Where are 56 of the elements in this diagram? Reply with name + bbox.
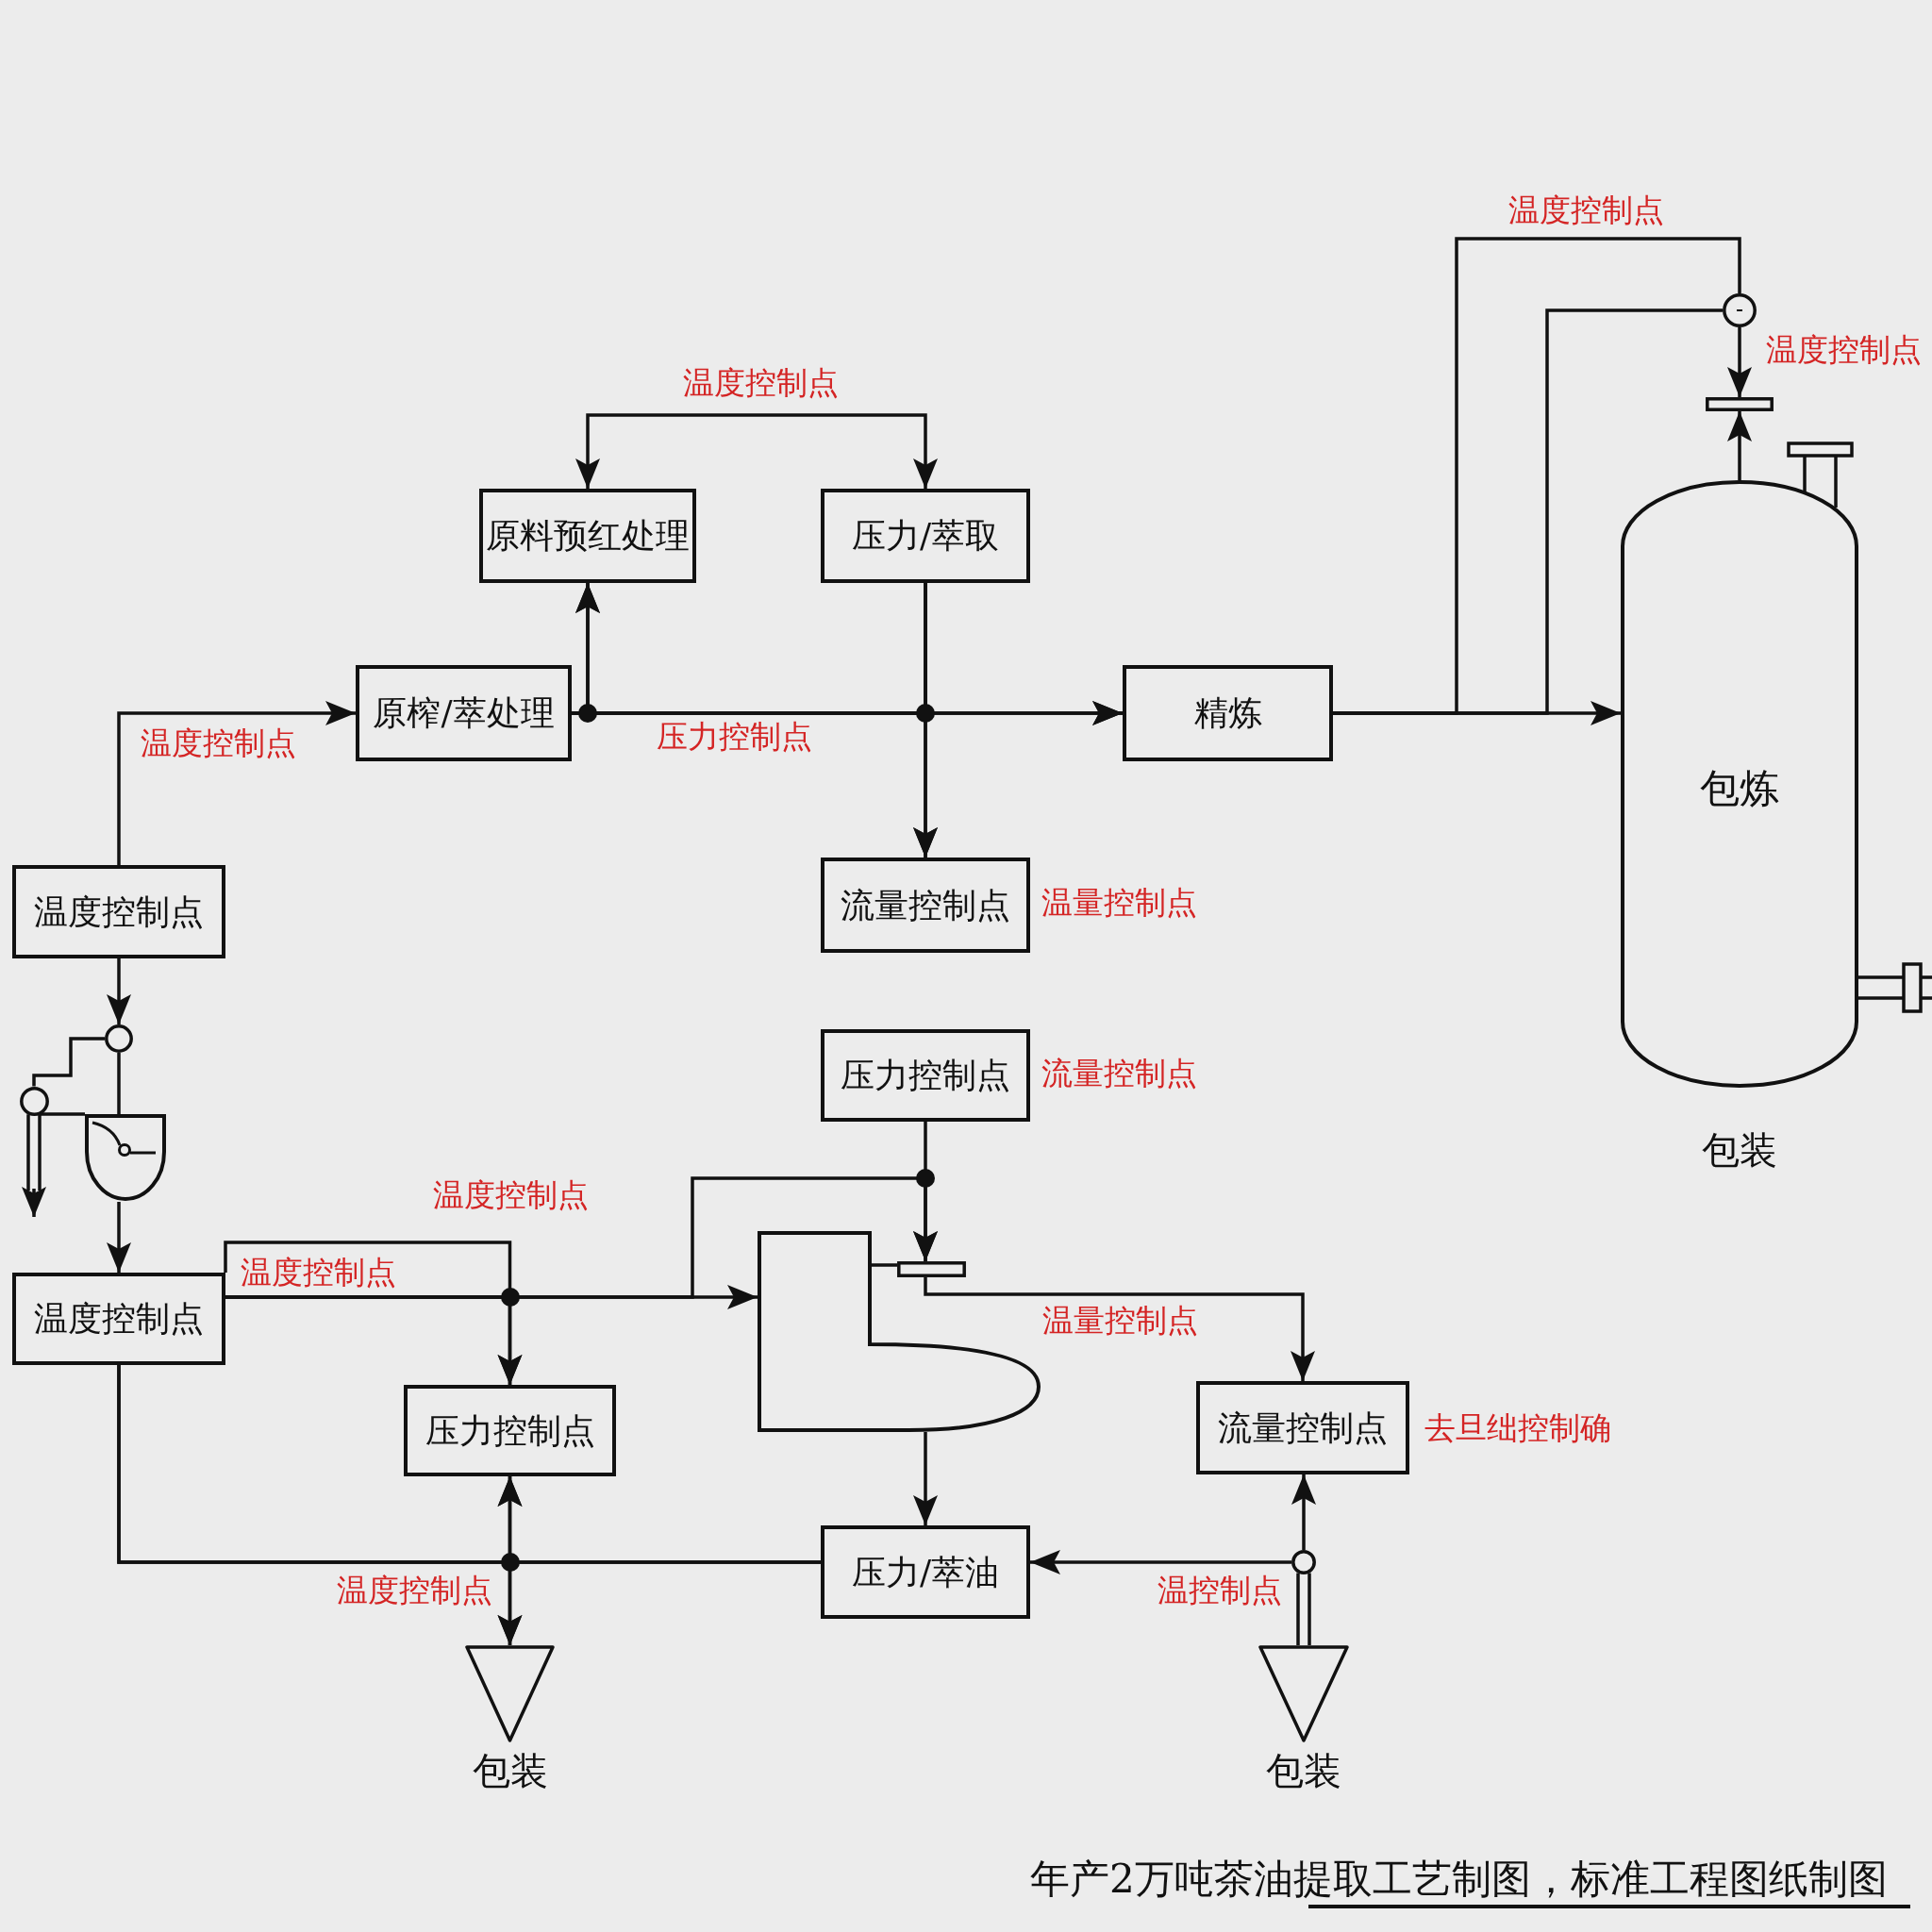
arrow xyxy=(107,958,131,1024)
edge-label: 温控制点 xyxy=(1158,1573,1282,1608)
arrow xyxy=(1727,411,1752,480)
valve-plate xyxy=(897,1261,966,1277)
arrow xyxy=(913,1122,938,1261)
instrument-circle xyxy=(1291,1550,1316,1574)
instrument-circle xyxy=(105,1024,133,1053)
edge-label: 温度控制点 xyxy=(682,365,839,401)
tank-caption: 包装 xyxy=(1702,1128,1777,1172)
gauge-vessel xyxy=(85,1114,166,1202)
process-box: 压力控制点 xyxy=(821,1029,1030,1122)
instrument-circle xyxy=(19,1086,49,1116)
annotation: 温量控制点 xyxy=(1041,885,1197,921)
pipe-line xyxy=(1296,1571,1311,1647)
edge-label: 压力控制点 xyxy=(656,719,812,755)
arrow xyxy=(1030,1550,1291,1574)
process-box: 流量控制点 xyxy=(821,858,1030,953)
connector-line xyxy=(117,1053,121,1114)
process-box: 温度控制点 xyxy=(12,865,225,958)
arrow xyxy=(924,1277,1315,1381)
arrow xyxy=(1727,327,1752,397)
edge-label: 温量控制点 xyxy=(1041,1303,1198,1339)
process-box: 流量控制点 xyxy=(1196,1381,1409,1474)
arrow xyxy=(117,1365,523,1645)
arrow xyxy=(117,701,356,865)
arrow xyxy=(913,583,938,858)
process-box: 压力控制点 xyxy=(404,1385,616,1476)
edge-label: 温度控制点 xyxy=(240,1255,396,1291)
annotation: 去旦绌控制确 xyxy=(1424,1410,1611,1446)
process-box: 精炼 xyxy=(1123,665,1333,761)
arrow xyxy=(575,413,938,489)
process-box: 原料预红处理 xyxy=(479,489,696,583)
connector-line xyxy=(1333,308,1723,715)
arrow xyxy=(1291,1474,1316,1550)
arrow xyxy=(913,1432,938,1525)
arrow xyxy=(107,1202,131,1273)
valve-plate xyxy=(1706,397,1774,411)
process-box: 温度控制点 xyxy=(12,1273,225,1365)
annotation: 流量控制点 xyxy=(1041,1056,1197,1091)
edge-label: 温度控制点 xyxy=(1507,192,1664,228)
arrow xyxy=(224,1241,523,1385)
edge-label: 温度控制点 xyxy=(336,1573,492,1608)
caption: 年产2万吨茶油提取工艺制图，标准工程图纸制图 xyxy=(1030,1857,1888,1903)
edge-label: 温度控制点 xyxy=(140,725,296,761)
instrument-circle xyxy=(1723,293,1757,327)
storage-tank: 包炼 xyxy=(1621,480,1858,1088)
arrow xyxy=(22,1112,46,1219)
connector-line xyxy=(32,1037,105,1087)
annotation: 温度控制点 xyxy=(1766,332,1922,368)
extractor-vessel xyxy=(758,1231,1041,1432)
process-box: 原榨/萃处理 xyxy=(356,665,572,761)
connector-line xyxy=(870,1263,897,1267)
process-box: 压力/萃油 xyxy=(821,1525,1030,1619)
note-label: 温度控制点 xyxy=(432,1177,589,1213)
connector-line xyxy=(40,1112,85,1116)
process-box: 压力/萃取 xyxy=(821,489,1030,583)
